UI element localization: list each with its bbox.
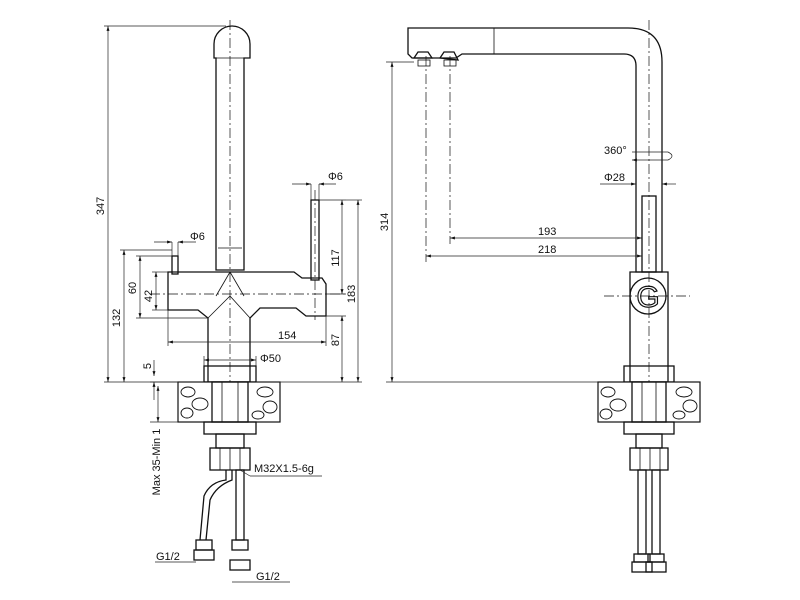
front-body: G (604, 195, 690, 383)
countertop-side (177, 381, 281, 423)
thread-label: M32X1.5-6g (254, 463, 314, 475)
mounting-assembly-side (193, 421, 257, 571)
dim-reach-outer: 218 (426, 244, 642, 258)
dim-132-label: 132 (111, 309, 123, 327)
dim-87-label: 87 (330, 334, 342, 346)
mounting-assembly-front (623, 421, 675, 573)
dim-lever-height: 117 (319, 199, 346, 295)
dim-spout-diameter: Φ28 (600, 172, 676, 186)
dim-183-label: 183 (346, 285, 358, 303)
dim-handle-height: 60 (127, 255, 208, 319)
spout-pipe (213, 20, 251, 385)
countertop-front (597, 381, 701, 423)
dim-body-width: 154 (167, 310, 327, 346)
dim-phi6-left-label: Φ6 (190, 231, 205, 243)
dim-counter-thickness: Max 35-Min 1 (150, 381, 178, 496)
dim-5-label: 5 (142, 363, 154, 369)
brand-logo-letter: G (636, 281, 659, 314)
rotation-label: 360° (604, 145, 627, 157)
front-view: 360° Φ28 G 193 218 (379, 20, 701, 573)
dim-lever-total: 183 (256, 199, 362, 383)
hose-left-label: G1/2 (156, 551, 180, 563)
dim-max35-label: Max 35-Min 1 (151, 429, 163, 496)
dim-lever-diameter-left: Φ6 (154, 231, 205, 256)
faucet-body (150, 190, 345, 383)
dim-phi50-label: Φ50 (260, 353, 281, 365)
dim-42-label: 42 (143, 290, 155, 302)
dim-phi28-label: Φ28 (604, 172, 625, 184)
dim-218-label: 218 (538, 244, 556, 256)
dim-117-label: 117 (330, 249, 342, 267)
side-view: 347 132 60 42 5 (95, 20, 362, 583)
dim-base-thickness: 5 (142, 360, 156, 400)
dim-base-diameter: Φ50 (203, 353, 281, 366)
dim-body-height: 42 (143, 271, 168, 311)
dim-347-label: 347 (95, 197, 107, 215)
dim-front-height: 314 (379, 61, 624, 383)
thread-callout: M32X1.5-6g (239, 463, 322, 477)
dim-60-label: 60 (127, 282, 139, 294)
dim-lever-diameter-top: Φ6 (292, 171, 343, 200)
dim-height-handle-body: 132 (111, 249, 172, 382)
spout-arch (407, 20, 663, 385)
rotation-callout: 360° (604, 145, 673, 162)
dim-phi6-top-label: Φ6 (328, 171, 343, 183)
dim-193-label: 193 (538, 226, 556, 238)
dim-height-total: 347 (95, 25, 226, 383)
hose-right-label: G1/2 (256, 571, 280, 583)
dim-314-label: 314 (379, 213, 391, 231)
dim-base-height: 87 (326, 315, 346, 382)
dim-154-label: 154 (278, 330, 296, 342)
hose-callout-left: G1/2 (155, 551, 196, 563)
dim-reach-inner: 193 (450, 226, 642, 240)
hose-callout-right: G1/2 (232, 571, 290, 583)
